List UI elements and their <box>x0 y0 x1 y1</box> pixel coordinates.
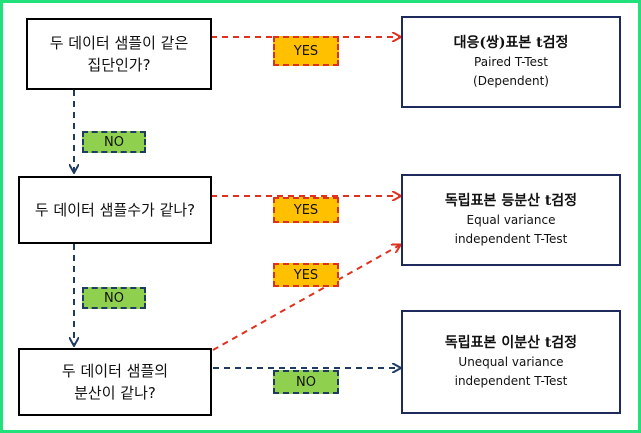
question-same-sample-size: 두 데이터 샘플수가 같나? <box>18 176 212 244</box>
result-equal-sub2: independent T-Test <box>454 232 568 246</box>
result-equal-variance-ttest: 독립표본 등분산 t검정 Equal variance independent … <box>401 174 621 266</box>
result-unequal-sub1: Unequal variance <box>458 355 564 369</box>
question-same-group-line2: 집단인가? <box>87 56 151 74</box>
question-same-sample-size-line1: 두 데이터 샘플수가 같나? <box>34 201 196 219</box>
result-paired-sub2: (Dependent) <box>473 74 549 88</box>
yes-label-2: YES <box>273 197 339 223</box>
result-unequal-title: 독립표본 이분산 t검정 <box>444 335 578 351</box>
result-paired-sub1: Paired T-Test <box>474 55 548 69</box>
no-label-2: NO <box>82 287 146 309</box>
question-same-group: 두 데이터 샘플이 같은 집단인가? <box>26 18 212 90</box>
result-equal-sub1: Equal variance <box>466 213 556 227</box>
yes-label-1: YES <box>273 36 339 66</box>
question-same-group-line1: 두 데이터 샘플이 같은 <box>49 34 189 52</box>
yes-label-3: YES <box>273 263 339 287</box>
no-label-1: NO <box>82 131 146 153</box>
result-unequal-variance-ttest: 독립표본 이분산 t검정 Unequal variance independen… <box>401 310 621 414</box>
result-equal-title: 독립표본 등분산 t검정 <box>444 193 578 209</box>
result-paired-ttest: 대응(쌍)표본 t검정 Paired T-Test (Dependent) <box>401 16 621 108</box>
question-same-variance-line2: 분산이 같나? <box>74 384 156 402</box>
question-same-variance-line1: 두 데이터 샘플의 <box>61 362 169 380</box>
result-unequal-sub2: independent T-Test <box>454 374 568 388</box>
yes-arrow-3 <box>212 245 400 351</box>
result-paired-title: 대응(쌍)표본 t검정 <box>453 35 569 51</box>
no-label-3: NO <box>273 370 339 394</box>
question-same-variance: 두 데이터 샘플의 분산이 같나? <box>18 348 212 416</box>
